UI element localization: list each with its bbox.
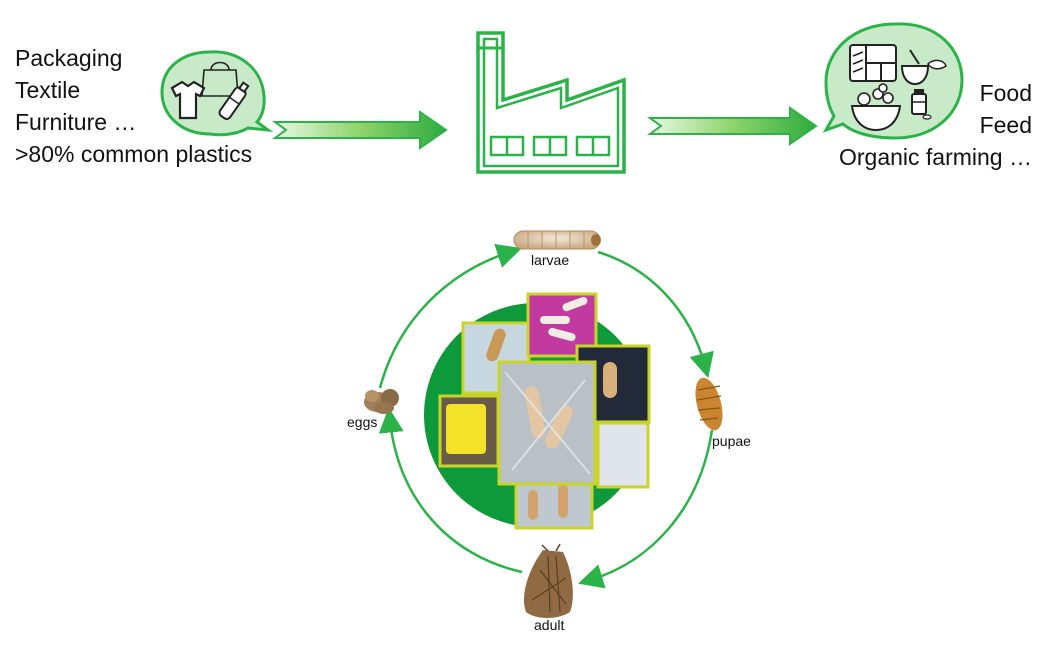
larvae-photo-collage bbox=[424, 292, 651, 530]
pupae-image bbox=[695, 377, 723, 431]
food-products-icon bbox=[822, 22, 964, 140]
adult-moth-image bbox=[523, 543, 573, 618]
input-item: Packaging bbox=[15, 45, 123, 71]
input-item: Furniture … bbox=[15, 109, 137, 135]
output-item: Organic farming … bbox=[838, 144, 1032, 170]
input-item: >80% common plastics bbox=[15, 141, 253, 167]
larvae-label: larvae bbox=[531, 252, 570, 268]
eggs-label: eggs bbox=[347, 414, 378, 430]
input-item: Textile bbox=[15, 77, 81, 103]
larvae-image bbox=[513, 230, 601, 250]
output-products-list: Food Feed Organic farming … bbox=[839, 77, 1032, 173]
arrow-to-products bbox=[646, 106, 818, 146]
life-cycle-arrows bbox=[378, 243, 714, 589]
factory-icon bbox=[476, 31, 626, 174]
output-item: Feed bbox=[979, 112, 1032, 138]
input-materials-list: Packaging Textile Furniture … >80% commo… bbox=[15, 42, 252, 170]
output-item: Food bbox=[979, 80, 1032, 106]
eggs-image bbox=[364, 389, 399, 414]
adult-label: adult bbox=[534, 617, 565, 633]
arrow-to-factory bbox=[271, 110, 448, 150]
plastic-items-icon bbox=[160, 50, 274, 137]
pupae-label: pupae bbox=[712, 433, 751, 449]
